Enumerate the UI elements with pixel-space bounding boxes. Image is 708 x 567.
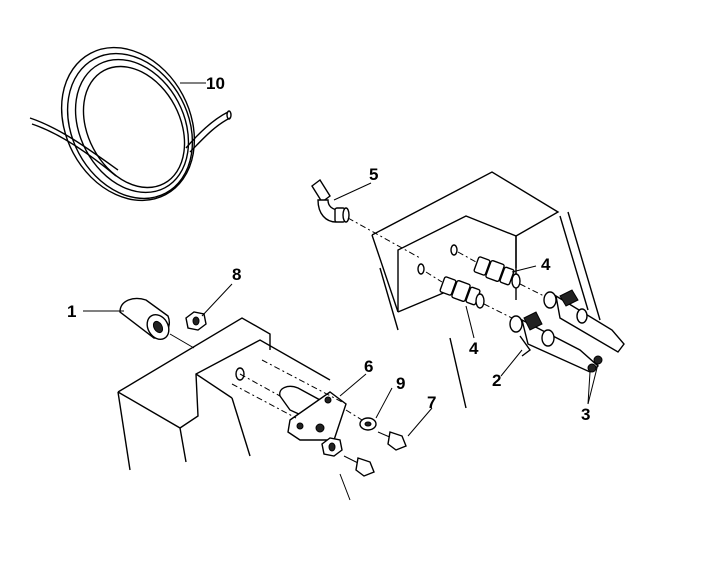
leader-lines: [83, 82, 599, 437]
coiled-hose: [29, 46, 232, 202]
flange-valve: [231, 359, 347, 441]
connector-upper: [457, 251, 545, 297]
hex-nut-upper: [185, 311, 207, 331]
coupler-upper: [543, 289, 625, 353]
coupler-lower: [509, 311, 600, 373]
callout-9: 9: [396, 374, 405, 393]
connector-lower: [425, 271, 513, 319]
bolt: [345, 409, 407, 451]
screw-lower: [339, 455, 375, 501]
callout-3: 3: [581, 405, 590, 424]
clip-end-lower: [593, 355, 603, 365]
washer: [359, 417, 377, 431]
hex-nut-lower: [321, 437, 343, 457]
callout-4-lower: 4: [469, 339, 479, 358]
clip-end-upper: [587, 363, 597, 373]
callout-2: 2: [492, 371, 501, 390]
callout-10: 10: [206, 74, 225, 93]
callout-4-upper: 4: [541, 255, 551, 274]
callout-1: 1: [67, 302, 76, 321]
dust-cap: [119, 297, 195, 349]
callout-7: 7: [427, 393, 436, 412]
callout-5: 5: [369, 165, 378, 184]
bulkhead-panel-right: [371, 171, 601, 409]
callout-6: 6: [364, 357, 373, 376]
bulkhead-panel-left: [117, 317, 331, 471]
callout-8: 8: [232, 265, 241, 284]
elbow-fitting: [311, 178, 421, 259]
